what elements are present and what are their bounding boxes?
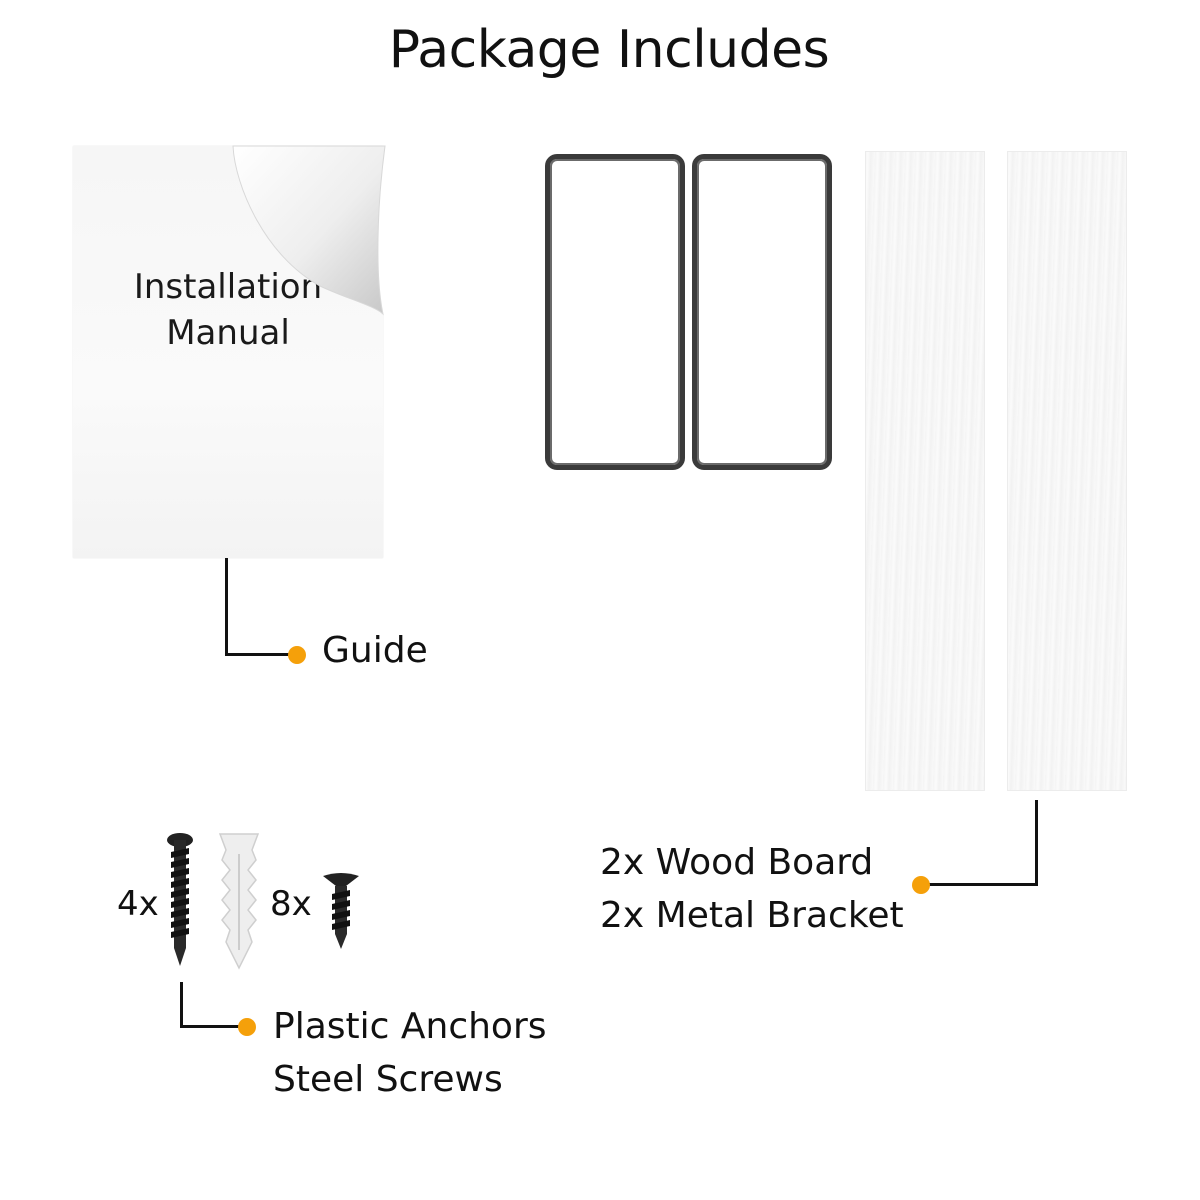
anchors-quantity: 4x bbox=[117, 884, 159, 924]
guide-callout-horizontal bbox=[225, 653, 295, 656]
wood-board-1 bbox=[865, 151, 985, 791]
short-screw-icon bbox=[323, 873, 359, 949]
page-title: Package Includes bbox=[388, 20, 830, 80]
metal-bracket-2 bbox=[692, 154, 832, 470]
hardware-label: Plastic Anchors Steel Screws bbox=[273, 1000, 547, 1106]
manual-title-line-1: Installation bbox=[133, 267, 323, 307]
boards-callout-horizontal bbox=[925, 883, 1038, 886]
boards-label-line-2: 2x Metal Bracket bbox=[600, 895, 904, 936]
manual-title: Installation Manual bbox=[73, 264, 383, 356]
long-screw-icon bbox=[167, 833, 193, 966]
boards-callout-vertical bbox=[1035, 800, 1038, 886]
metal-bracket-1 bbox=[545, 154, 685, 470]
plastic-anchor-icon bbox=[218, 833, 260, 970]
guide-label: Guide bbox=[322, 630, 428, 671]
hardware-callout-horizontal bbox=[180, 1025, 242, 1028]
boards-callout-dot bbox=[912, 876, 930, 894]
hardware-callout-vertical bbox=[180, 982, 183, 1028]
boards-label: 2x Wood Board 2x Metal Bracket bbox=[600, 836, 904, 942]
hardware-callout-dot bbox=[238, 1018, 256, 1036]
manual-title-line-2: Manual bbox=[166, 313, 290, 353]
screws-quantity: 8x bbox=[270, 884, 312, 924]
guide-callout-vertical bbox=[225, 558, 228, 656]
hardware-label-line-2: Steel Screws bbox=[273, 1059, 503, 1100]
wood-board-2 bbox=[1007, 151, 1127, 791]
hardware-label-line-1: Plastic Anchors bbox=[273, 1006, 547, 1047]
page-curl-icon bbox=[232, 145, 386, 316]
guide-callout-dot bbox=[288, 646, 306, 664]
boards-label-line-1: 2x Wood Board bbox=[600, 842, 874, 883]
